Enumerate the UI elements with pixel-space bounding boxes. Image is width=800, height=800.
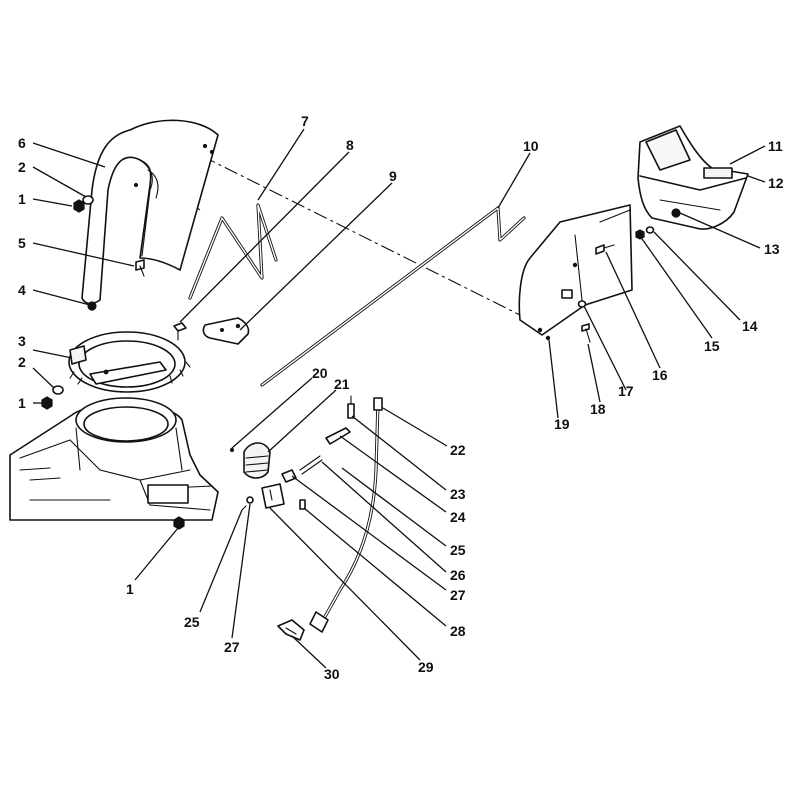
cap-part-4 bbox=[87, 301, 97, 311]
bolt-part-18 bbox=[581, 323, 591, 343]
pin-part-19 bbox=[545, 335, 551, 341]
bracket-part-29 bbox=[261, 483, 285, 509]
rod-part-26 bbox=[299, 455, 323, 475]
bolt-part-8 bbox=[173, 322, 187, 341]
callout-25: 25 bbox=[184, 614, 200, 630]
pin-part-24 bbox=[325, 427, 351, 445]
callout-11: 11 bbox=[768, 138, 783, 154]
crank-handle bbox=[309, 397, 383, 633]
collar-part-22 bbox=[281, 469, 297, 483]
washer-part-14 bbox=[645, 226, 655, 234]
auger-housing bbox=[9, 397, 219, 521]
callout-24: 24 bbox=[450, 509, 466, 525]
deflector-hood bbox=[637, 125, 749, 230]
callout-5: 5 bbox=[18, 235, 26, 251]
callout-27: 27 bbox=[450, 587, 466, 603]
callout-18: 18 bbox=[590, 401, 606, 417]
callout-15: 15 bbox=[704, 338, 720, 354]
bolt-part-5 bbox=[135, 259, 145, 277]
washer-part-27 bbox=[246, 496, 254, 504]
callout-labels: 1 2 4 5 6 7 8 9 10 11 12 13 14 15 16 17 … bbox=[18, 113, 784, 682]
nut-part-1-middle bbox=[41, 396, 53, 410]
callout-2: 2 bbox=[18, 354, 26, 370]
callout-22: 22 bbox=[450, 442, 466, 458]
callout-13: 13 bbox=[764, 241, 780, 257]
callout-12: 12 bbox=[768, 175, 784, 191]
clamp-bracket bbox=[202, 317, 250, 345]
callout-16: 16 bbox=[652, 367, 668, 383]
nut-part-1-top bbox=[73, 199, 85, 213]
callout-26: 26 bbox=[450, 567, 466, 583]
callout-17: 17 bbox=[618, 383, 634, 399]
pin-part-25 bbox=[241, 505, 247, 511]
callout-9: 9 bbox=[389, 168, 397, 184]
washer-part-17 bbox=[577, 300, 587, 308]
washer-part-2-top bbox=[82, 195, 94, 205]
handle-grip-part-30 bbox=[277, 619, 305, 641]
callout-7: 7 bbox=[301, 113, 309, 129]
bolt-part-16 bbox=[595, 244, 615, 255]
chute-deflector bbox=[518, 204, 633, 336]
gear-part-20 bbox=[229, 447, 235, 453]
swivel-ring bbox=[68, 331, 191, 393]
callout-6: 6 bbox=[18, 135, 26, 151]
washer-part-2-middle bbox=[52, 385, 64, 395]
callout-4: 4 bbox=[18, 282, 26, 298]
callout-30: 30 bbox=[324, 666, 340, 682]
callout-21: 21 bbox=[334, 376, 350, 392]
callout-1: 1 bbox=[18, 191, 26, 207]
bushing-part-21 bbox=[243, 442, 271, 479]
bolt-part-23 bbox=[347, 395, 355, 419]
callout-14: 14 bbox=[742, 318, 758, 334]
knob-part-13 bbox=[671, 208, 681, 218]
callout-27: 27 bbox=[224, 639, 240, 655]
upper-chute bbox=[81, 119, 219, 305]
callout-3: 3 bbox=[18, 333, 26, 349]
callout-23: 23 bbox=[450, 486, 466, 502]
callout-10: 10 bbox=[523, 138, 539, 154]
control-rod bbox=[260, 206, 526, 387]
callout-8: 8 bbox=[346, 137, 354, 153]
leader-lines bbox=[32, 128, 766, 669]
callout-19: 19 bbox=[554, 416, 570, 432]
nut-part-15 bbox=[635, 229, 645, 240]
nut-part-1-bottom bbox=[173, 516, 185, 530]
alignment-line-deflector bbox=[179, 144, 541, 326]
callout-1: 1 bbox=[126, 581, 134, 597]
callout-2: 2 bbox=[18, 159, 26, 175]
callout-20: 20 bbox=[312, 365, 328, 381]
spring-wire bbox=[188, 203, 278, 300]
callout-29: 29 bbox=[418, 659, 434, 675]
pin-part-28 bbox=[299, 499, 306, 510]
callout-1: 1 bbox=[18, 395, 26, 411]
callout-25: 25 bbox=[450, 542, 466, 558]
callout-28: 28 bbox=[450, 623, 466, 639]
